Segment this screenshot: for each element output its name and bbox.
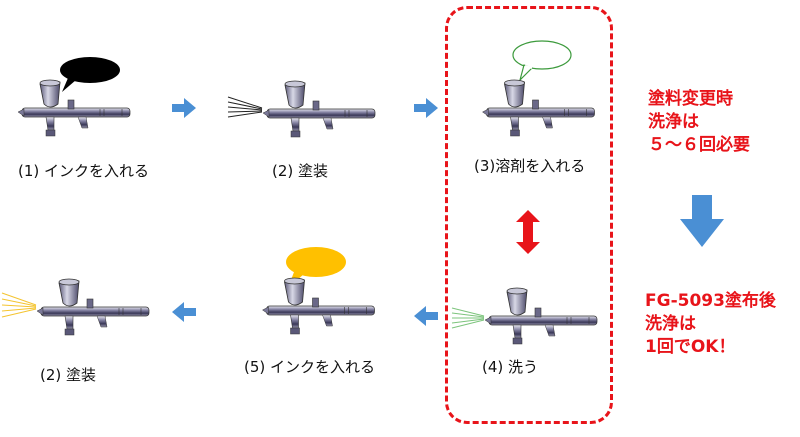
highlight-box: [445, 6, 613, 424]
spray-lines-black: [227, 96, 263, 118]
note-bottom: FG-5093塗布後 洗浄は 1回でOK！: [645, 290, 776, 359]
airbrush-icon: [262, 277, 375, 335]
airbrush-icon: [484, 287, 598, 345]
solvent-bubble-green: [512, 40, 572, 83]
step3-label: (3)溶剤を入れる: [474, 157, 586, 175]
spray-lines-green: [451, 307, 485, 329]
airbrush-icon: [18, 79, 131, 137]
airbrush-icon: [262, 80, 376, 138]
step1-label: (1) インクを入れる: [18, 162, 150, 180]
note-top-line3: ５〜６回必要: [648, 135, 750, 155]
step4-label: (4) 洗う: [482, 358, 539, 376]
step3-illustration: [478, 38, 608, 148]
airbrush-icon: [36, 278, 150, 336]
step1-illustration: [18, 52, 138, 142]
step5-illustration: [258, 244, 388, 344]
note-bottom-line3: 1回でOK！: [645, 337, 736, 357]
note-top-line2: 洗浄は: [648, 112, 699, 132]
note-bottom-line2: 洗浄は: [645, 314, 696, 334]
note-top-line1: 塗料変更時: [648, 89, 733, 109]
airbrush-icon: [482, 79, 595, 137]
step2b-label: (2) 塗装: [40, 366, 97, 384]
arrow-left-icon: [414, 306, 438, 326]
ink-bubble-black: [18, 57, 131, 137]
arrow-right-icon: [414, 98, 438, 118]
step2a-label: (2) 塗装: [272, 162, 329, 180]
step2a-illustration: [227, 75, 388, 145]
double-arrow-icon: [516, 210, 540, 254]
step2b-illustration: [1, 275, 162, 345]
spray-lines-yellow: [1, 292, 37, 318]
note-bottom-line1: FG-5093塗布後: [645, 291, 776, 311]
step5-label: (5) インクを入れる: [244, 358, 376, 376]
arrow-left-icon: [172, 302, 196, 322]
arrow-down-icon: [680, 195, 724, 247]
note-top: 塗料変更時 洗浄は ５〜６回必要: [648, 88, 750, 157]
step4-illustration: [451, 280, 612, 350]
arrow-right-icon: [172, 98, 196, 118]
